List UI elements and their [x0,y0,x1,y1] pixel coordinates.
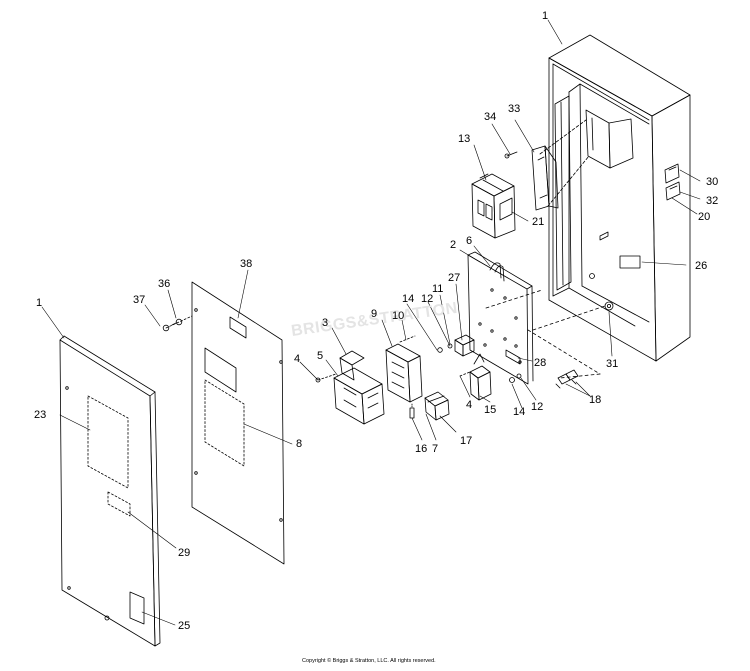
callout-3: 3 [322,317,328,329]
callout-29: 29 [178,547,190,559]
callout-34: 34 [484,111,496,123]
callout-27: 27 [448,272,460,284]
callout-12b: 12 [531,401,543,413]
enclosure-box [548,34,691,362]
enclosure-door [59,335,161,647]
callout-36: 36 [158,278,170,290]
breaker-handle-21 [499,197,513,221]
screw-36-37 [162,315,193,332]
callout-14b: 14 [513,406,525,418]
copyright-notice: Copyright © Briggs & Stratton, LLC. All … [302,657,436,664]
door-face [59,339,156,647]
terminal-block-9 [385,335,423,403]
callout-21: 21 [532,216,544,228]
assembly-lines [485,289,606,379]
panel-cutout [204,347,237,393]
washer-12 [516,373,522,379]
door-label-25 [129,591,145,625]
relay-assembly-3 [315,350,385,425]
back-plate-2 [467,254,529,385]
terminal-strip-17 [409,391,450,421]
panel-8-face [191,281,285,565]
callout-28: 28 [534,357,546,369]
callout-33: 33 [508,103,520,115]
enclosure-top-face [548,34,691,117]
callout-9: 9 [371,308,377,320]
callout-16: 16 [415,443,427,455]
label-38 [229,316,247,339]
callout-26: 26 [695,260,707,272]
callout-20: 20 [698,211,710,223]
door-edge [149,391,161,647]
bracket-33 [504,119,590,211]
leader-lines [41,19,701,626]
callout-5: 5 [317,350,323,362]
callout-4b: 4 [466,399,472,411]
callout-1-door: 1 [36,297,42,309]
door-label-29 [107,491,131,517]
callout-18: 18 [589,394,601,406]
callout-10: 10 [392,310,404,322]
main-breaker-13 [471,173,516,239]
label-28 [505,349,521,365]
enclosure-rail [554,95,572,291]
callout-23: 23 [34,409,46,421]
connectors-18 [555,369,579,389]
callout-37: 37 [133,294,145,306]
fuse-holder-27 [437,334,475,357]
back-plate [467,251,534,385]
callout-14: 14 [402,293,414,305]
callout-12: 12 [421,293,433,305]
callout-38: 38 [240,258,252,270]
dead-front-panel [191,281,285,565]
callout-7: 7 [432,443,438,455]
callout-numbers: 1 33 34 13 21 30 32 20 2 6 26 38 36 37 1… [34,10,718,632]
callout-4: 4 [294,353,300,365]
panel-dotted-window [204,379,245,467]
callout-15: 15 [484,404,496,416]
callout-1-enclosure: 1 [542,10,548,22]
callout-6: 6 [466,235,472,247]
callout-32: 32 [706,195,718,207]
callout-25: 25 [178,620,190,632]
label-26 [619,255,641,269]
enclosure-side-face [651,94,691,362]
door-window-23 [87,395,129,489]
callout-31: 31 [606,358,618,370]
callout-13: 13 [458,133,470,145]
callout-30: 30 [706,176,718,188]
callout-11: 11 [432,283,443,295]
callout-17: 17 [460,435,472,447]
relay-15 [459,353,492,401]
nut-14 [509,377,515,383]
callout-8: 8 [296,438,302,450]
callout-2: 2 [450,239,456,251]
